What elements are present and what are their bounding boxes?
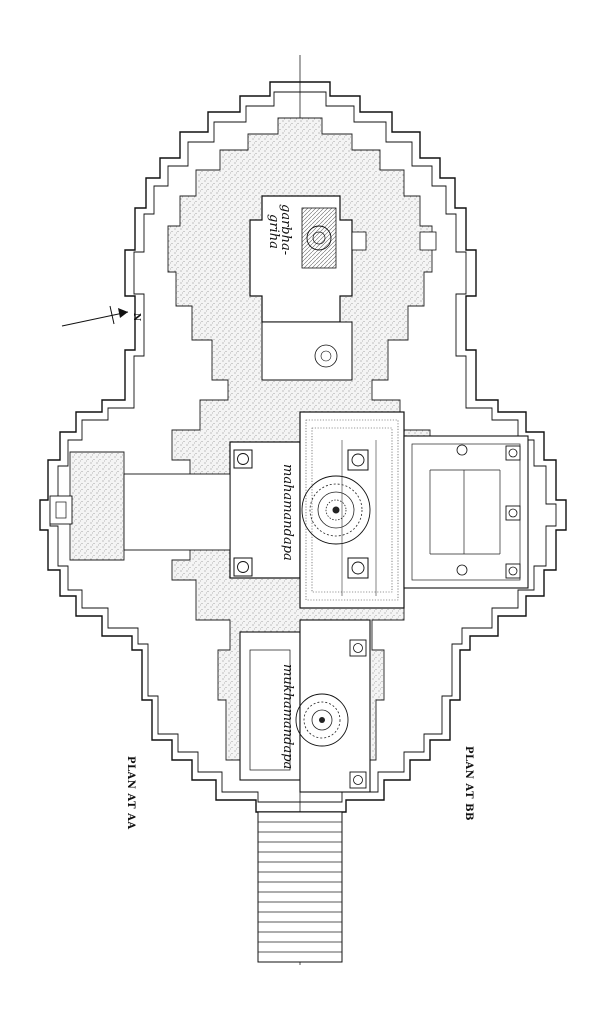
mukhamandapa (239, 619, 371, 793)
pillar (349, 639, 367, 657)
caption-plan-bb: PLAN AT BB (463, 746, 474, 821)
shrine-pedestal (301, 207, 337, 269)
antarala (261, 321, 353, 381)
north-arrow: N (61, 305, 141, 327)
label-mukhamandapa: mukhamandapa (280, 664, 295, 769)
pillar (347, 557, 369, 579)
east-porch (403, 435, 529, 589)
pillar (456, 564, 468, 576)
shrine-linga (306, 225, 332, 251)
caption-plan-aa: PLAN AT AA (125, 756, 136, 830)
label-garbhagriha-1: garbha- (278, 204, 293, 255)
shrine-niche (351, 231, 367, 251)
inner-plinth (49, 91, 557, 803)
pillar (456, 444, 468, 456)
mahamandapa-left (123, 441, 301, 579)
entrance-steps (257, 811, 343, 963)
pillar (233, 449, 253, 469)
mahamandapa-right (299, 411, 405, 609)
pillar (233, 557, 253, 577)
north-label: N (131, 313, 141, 321)
pillar (505, 563, 521, 579)
shrine-spout (419, 231, 437, 251)
outer-plinth (39, 81, 567, 813)
west-porch (49, 495, 73, 525)
porch-ceiling-rosette (295, 693, 349, 747)
label-garbhagriha-2: griha (266, 214, 281, 249)
label-mahamandapa: mahamandapa (280, 464, 295, 561)
nandi-roundel (314, 344, 338, 368)
ceiling-rosette (301, 475, 371, 545)
pillar (505, 445, 521, 461)
pillar (505, 505, 521, 521)
pillar (347, 449, 369, 471)
pillar (349, 771, 367, 789)
